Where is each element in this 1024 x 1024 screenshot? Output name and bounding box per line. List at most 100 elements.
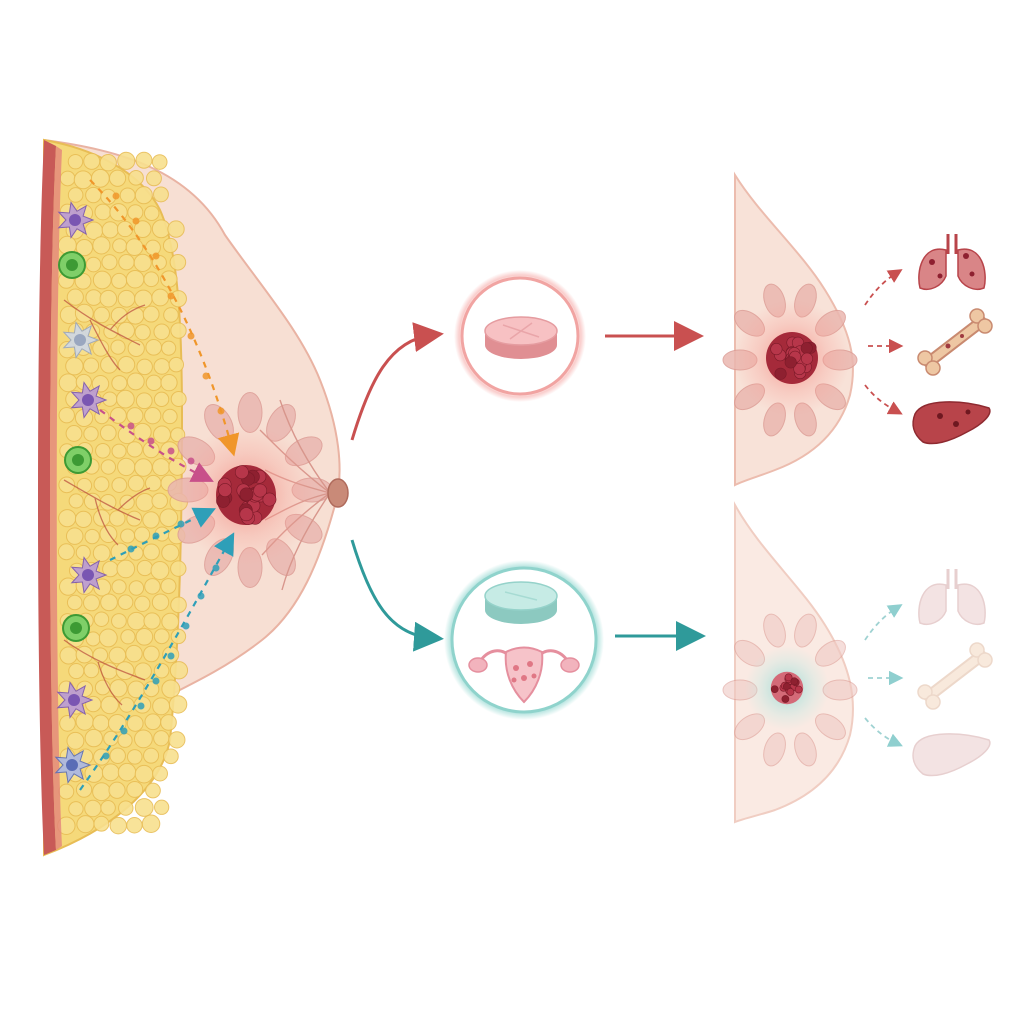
liver-shape [912, 401, 991, 445]
fat-cell [76, 815, 95, 834]
fat-cell [160, 714, 177, 731]
fat-cell [135, 151, 153, 169]
fat-cell [66, 288, 84, 306]
fat-cell [73, 170, 93, 190]
fat-cell [83, 594, 100, 612]
metastasis-spot [960, 334, 964, 338]
migrating-cell [102, 752, 110, 760]
fat-cell [75, 712, 94, 731]
fat-cell [152, 425, 171, 444]
blood-vessels [63, 299, 151, 706]
fat-cell [145, 782, 161, 799]
cell-nucleus [66, 259, 78, 271]
fat-cell [100, 593, 118, 612]
outcome-response-breast [722, 501, 858, 824]
fat-cell [93, 306, 110, 324]
fat-cell [83, 152, 101, 170]
fat-cell [111, 272, 128, 289]
lung-icon [918, 234, 986, 290]
fat-cell [134, 324, 151, 341]
metastasis-arrows-bottom [864, 604, 904, 747]
tumor-cell [262, 492, 277, 507]
lung-left-lobe [918, 583, 947, 625]
tumor-cell [774, 367, 787, 380]
fat-cell [75, 238, 94, 257]
migrating-cell [167, 652, 175, 660]
fat-cell [163, 307, 179, 323]
magenta-migration-path [99, 409, 214, 482]
fat-cell [126, 441, 143, 458]
fat-cell [145, 170, 162, 187]
fat-cell [65, 356, 84, 376]
fat-cell [92, 270, 112, 290]
tumor-cell [770, 343, 783, 356]
fat-cell [163, 748, 179, 765]
lobule [794, 732, 817, 767]
cell-nucleus [69, 214, 81, 226]
fat-cell [84, 728, 103, 748]
fat-cell [153, 662, 170, 679]
fat-cell [153, 391, 170, 407]
bone-icon [917, 642, 993, 710]
tumor-cell [770, 685, 779, 694]
fat-cell [65, 425, 83, 442]
fat-cell [67, 187, 84, 203]
fat-cell [133, 253, 152, 272]
tumor-cell [239, 507, 254, 522]
fat-cell [109, 816, 127, 835]
fat-cell [75, 781, 93, 798]
bone-end [969, 308, 985, 324]
liver-icon [912, 401, 991, 445]
fat-cell [126, 817, 143, 834]
fat-cell [74, 303, 94, 323]
fat-cell [68, 662, 85, 680]
fat-cell [92, 647, 109, 664]
trachea [946, 234, 958, 254]
tumor-cell [784, 356, 797, 369]
fat-cell [58, 476, 76, 494]
fat-cell [116, 389, 135, 409]
metastasis-spot [945, 343, 951, 349]
migrating-cell [182, 622, 190, 630]
fat-cell [126, 780, 144, 798]
trachea [946, 569, 958, 589]
fat-cell [126, 372, 145, 391]
treatment-monotherapy [454, 270, 586, 402]
liver-icon [912, 733, 991, 777]
fat-cell [66, 731, 85, 750]
fat-cell [142, 511, 160, 529]
fat-cell [126, 715, 144, 732]
fat-cell [152, 458, 170, 477]
fat-cell [101, 254, 118, 271]
metastasis-arrows-top [864, 269, 904, 415]
fat-cell [74, 510, 93, 529]
fat-cell [151, 288, 170, 307]
fat-cell [83, 662, 100, 679]
fat-cell [109, 510, 126, 527]
fat-cell [110, 339, 126, 355]
migrating-cell [152, 252, 160, 260]
fat-cell [153, 628, 170, 645]
migrating-cell [177, 520, 185, 528]
migrating-cell [167, 447, 175, 455]
cell-nucleus [82, 569, 94, 581]
migrating-cell [137, 702, 145, 710]
tumor-cell [781, 695, 790, 703]
fat-cell [141, 814, 161, 834]
fat-cell [95, 443, 111, 459]
fat-cell [151, 593, 170, 611]
fat-cell [159, 508, 179, 528]
fat-cell [108, 781, 126, 799]
fat-cell [118, 253, 135, 271]
fat-cell [111, 613, 127, 629]
fat-cell [92, 236, 111, 255]
bone-end [925, 360, 941, 376]
lobule [763, 732, 786, 767]
fat-cell [58, 406, 75, 424]
fat-cell [120, 528, 136, 544]
cell-nucleus [74, 334, 86, 346]
fat-cell [117, 594, 134, 611]
fat-cell [99, 525, 118, 544]
fat-cell [134, 458, 153, 477]
